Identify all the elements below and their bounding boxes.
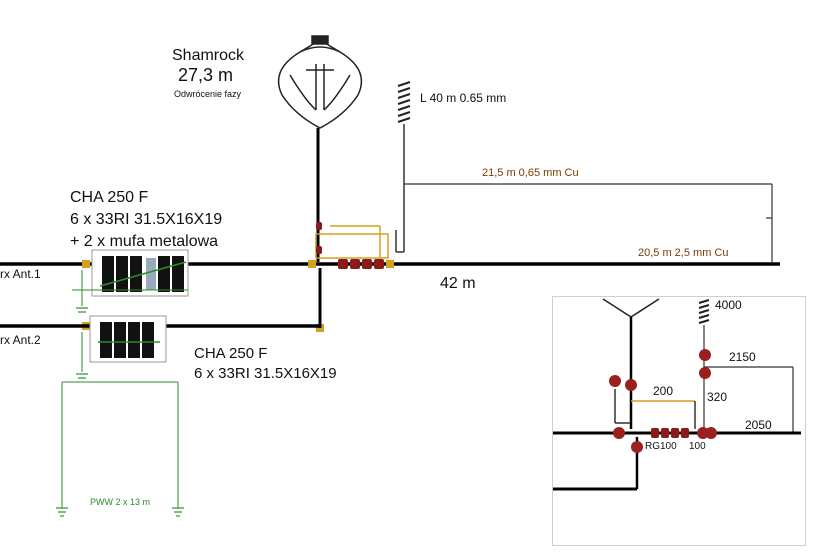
p-markers xyxy=(609,349,717,453)
choke-top xyxy=(91,249,189,297)
wire-215-label: 21,5 m 0,65 mm Cu xyxy=(482,167,579,179)
choke-top-model: CHA 250 F xyxy=(70,189,149,206)
wire-205-label: 20,5 m 2,5 mm Cu xyxy=(638,247,729,259)
rx2-label: rx Ant.2 xyxy=(0,333,41,347)
ground-wires xyxy=(61,270,188,508)
choke-top-cores: 6 x 33RI 31.5X16X19 xyxy=(70,211,223,228)
inset-coil-icon xyxy=(698,299,710,324)
shamrock-antenna-icon xyxy=(277,35,363,129)
shamrock-note: Odwrócenie fazy xyxy=(174,89,242,99)
inset-rg100: RG100 xyxy=(645,441,677,452)
choke-top-extra: + 2 x mufa metalowa xyxy=(70,233,219,250)
coil-icon xyxy=(397,81,411,123)
wire-l40-label: L 40 m 0.65 mm xyxy=(420,91,507,105)
inset-200: 200 xyxy=(653,384,674,398)
inset-100: 100 xyxy=(689,441,706,452)
feedline-length: 42 m xyxy=(440,275,476,292)
inset-2050: 2050 xyxy=(745,418,772,432)
inset-panel: 4000 2150 200 320 2050 RG100 100 xyxy=(552,296,806,546)
shamrock-name: Shamrock xyxy=(172,47,245,64)
ground-symbols xyxy=(56,307,184,517)
ferrite-beads xyxy=(316,222,384,269)
choke-bottom-model: CHA 250 F xyxy=(194,345,268,362)
choke-bottom xyxy=(89,315,167,363)
inset-320: 320 xyxy=(707,390,728,404)
junction-box xyxy=(315,225,389,259)
inset-4000: 4000 xyxy=(715,298,742,312)
inset-diagram xyxy=(553,298,801,491)
choke-bottom-cores: 6 x 33RI 31.5X16X19 xyxy=(194,365,337,382)
rx1-label: rx Ant.1 xyxy=(0,267,41,281)
inset-2150: 2150 xyxy=(729,350,756,364)
shamrock-length: 27,3 m xyxy=(178,65,234,85)
ground-wire-label: PWW 2 x 13 m xyxy=(90,497,151,507)
